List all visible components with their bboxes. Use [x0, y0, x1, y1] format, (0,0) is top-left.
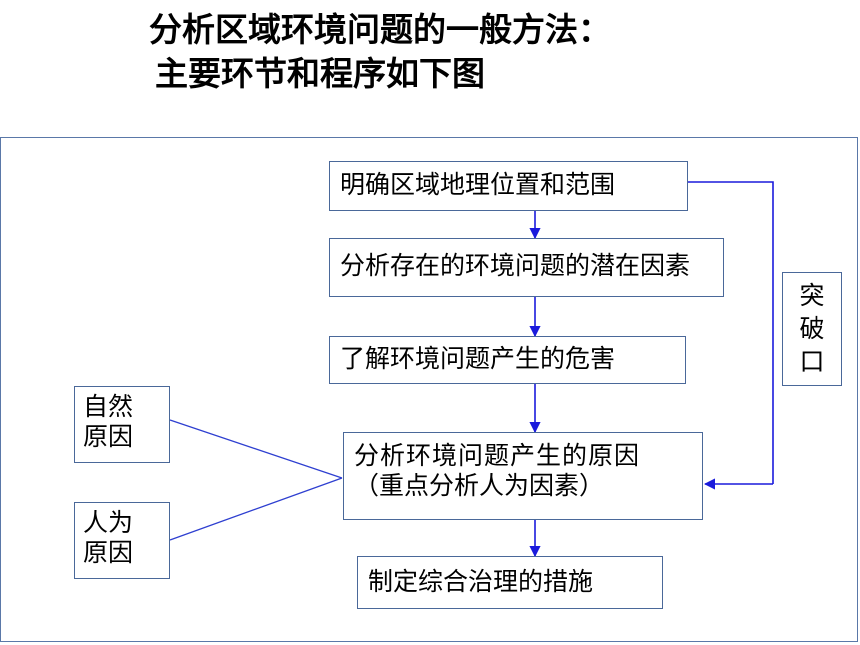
title-line-1: 分析区域环境问题的一般方法：	[149, 10, 611, 49]
step-analyze-causes-label: 分析环境问题产生的原因	[354, 441, 641, 470]
step-analyze-causes: 分析环境问题产生的原因 （重点分析人为因素）	[343, 432, 703, 520]
natural-cause-box: 自然 原因	[74, 386, 170, 463]
human-cause-line-1: 人为	[83, 508, 134, 537]
diagram-frame	[0, 137, 858, 642]
step-analyze-causes-note: （重点分析人为因素）	[354, 471, 605, 500]
step-measures: 制定综合治理的措施	[357, 556, 663, 609]
natural-cause-line-2: 原因	[83, 422, 134, 451]
breakthrough-box: 突 破 口	[782, 272, 842, 386]
human-cause-box: 人为 原因	[74, 502, 170, 579]
step-understand-harm-label: 了解环境问题产生的危害	[340, 344, 616, 373]
step-locate-region: 明确区域地理位置和范围	[329, 161, 688, 211]
breakthrough-char-2: 破	[799, 314, 825, 343]
title-line-2: 主要环节和程序如下图	[155, 54, 485, 93]
step-measures-label: 制定综合治理的措施	[368, 567, 594, 596]
breakthrough-char-1: 突	[799, 281, 825, 310]
step-understand-harm: 了解环境问题产生的危害	[329, 336, 686, 384]
human-cause-line-2: 原因	[83, 538, 134, 567]
step-potential-factors-label: 分析存在的环境问题的潜在因素	[340, 251, 691, 280]
step-potential-factors: 分析存在的环境问题的潜在因素	[329, 238, 724, 297]
step-locate-region-label: 明确区域地理位置和范围	[340, 170, 616, 199]
breakthrough-char-3: 口	[799, 347, 825, 376]
natural-cause-line-1: 自然	[83, 392, 134, 421]
